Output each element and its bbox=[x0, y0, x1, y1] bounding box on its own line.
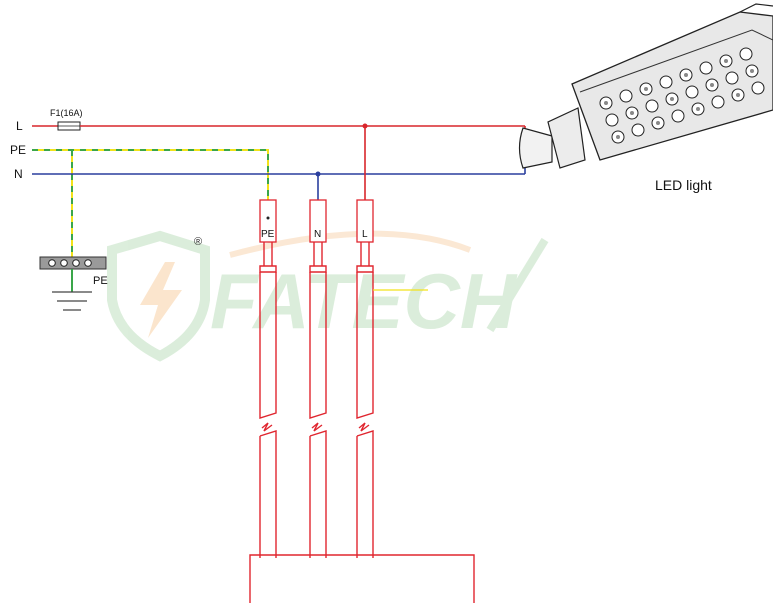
led-light-label: LED light bbox=[655, 177, 712, 193]
terminal-pe-label: PE bbox=[261, 229, 275, 240]
line-label-pe: PE bbox=[10, 143, 26, 157]
ground-symbol-icon bbox=[52, 269, 92, 311]
terminal-n: N bbox=[309, 199, 327, 243]
watermark: FATECH ® bbox=[107, 230, 549, 362]
pole-base bbox=[249, 554, 475, 603]
ground-terminal-bar bbox=[39, 256, 107, 270]
watermark-brand: FATECH bbox=[210, 257, 518, 345]
watermark-bolt-icon bbox=[140, 262, 182, 338]
live-junction bbox=[362, 123, 368, 129]
post-n bbox=[309, 242, 327, 558]
post-pe bbox=[259, 242, 277, 558]
terminal-pe: PE bbox=[259, 199, 277, 243]
earth-wire bbox=[32, 149, 269, 258]
watermark-slash bbox=[486, 237, 549, 333]
line-label-n: N bbox=[14, 167, 23, 181]
line-label-l: L bbox=[16, 119, 23, 133]
ground-label: PE bbox=[93, 275, 108, 287]
post-l bbox=[356, 242, 374, 558]
fuse-label: F1(16A) bbox=[50, 108, 83, 118]
watermark-registered-mark: ® bbox=[194, 236, 202, 248]
led-street-light-icon bbox=[518, 3, 773, 169]
terminal-n-label: N bbox=[314, 229, 321, 240]
terminal-l-label: L bbox=[362, 229, 368, 240]
neutral-junction bbox=[315, 171, 321, 177]
watermark-shield-icon bbox=[107, 230, 210, 362]
terminal-l: L bbox=[356, 199, 374, 243]
